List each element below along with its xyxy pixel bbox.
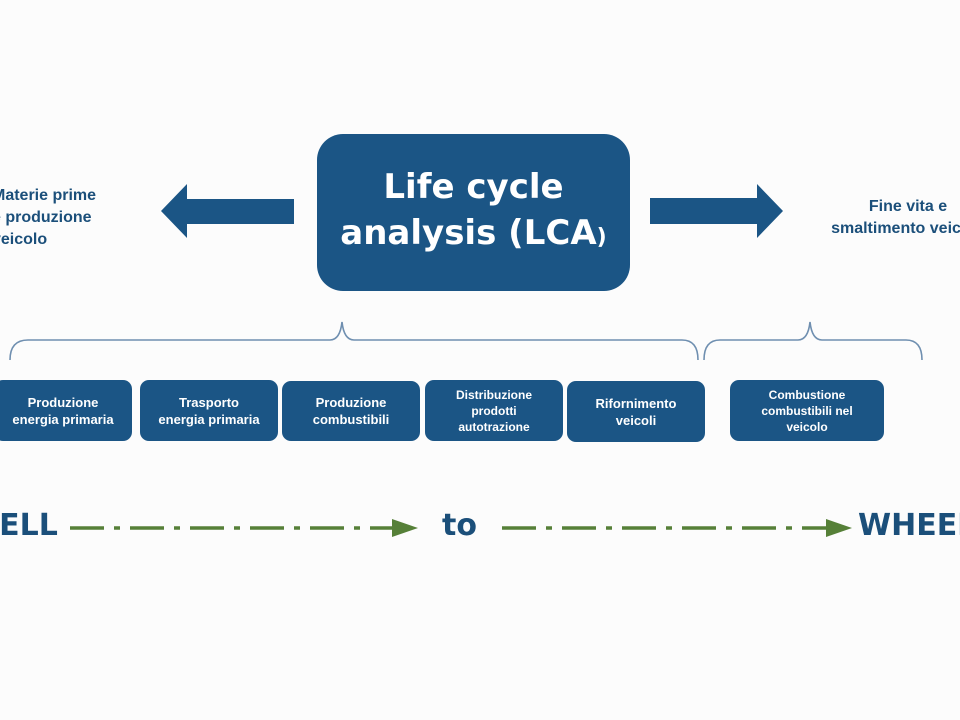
flow-end-label: WHEEL bbox=[858, 508, 960, 543]
flow-arrowhead-1-icon bbox=[392, 519, 418, 537]
stage-line: veicolo bbox=[786, 419, 828, 434]
left-label: Materie prime e produzione veicolo bbox=[0, 185, 96, 251]
stage-produzione-energia: Produzione energia primaria bbox=[0, 380, 132, 441]
right-label-line1: Fine vita e bbox=[868, 198, 948, 215]
stage-distribuzione: Distribuzione prodotti autotrazione bbox=[425, 380, 563, 441]
lca-title-line2: analysis (LCA bbox=[340, 213, 597, 253]
right-label-line2: smaltimento veicolo bbox=[831, 220, 960, 237]
stage-line: autotrazione bbox=[458, 419, 530, 434]
stage-line: energia primaria bbox=[12, 411, 114, 427]
stage-line: Trasporto bbox=[179, 394, 239, 410]
left-label-line1: Materie prime bbox=[0, 187, 97, 204]
stage-line: energia primaria bbox=[158, 411, 260, 427]
flow-start-label: WELL bbox=[0, 508, 58, 543]
left-label-line3: veicolo bbox=[0, 231, 48, 248]
stage-rifornimento: Rifornimento veicoli bbox=[567, 381, 705, 442]
stage-line: Distribuzione bbox=[455, 387, 532, 402]
lca-title-box: Life cycle analysis (LCA) bbox=[317, 134, 630, 291]
left-arrow-icon bbox=[161, 184, 294, 238]
stage-line: Produzione bbox=[27, 394, 99, 410]
stage-line: Produzione bbox=[315, 395, 387, 410]
stage-line: Combustione bbox=[768, 387, 846, 402]
stage-produzione-combustibili: Produzione combustibili bbox=[282, 381, 420, 441]
stage-combustione: Combustione combustibili nel veicolo bbox=[730, 380, 884, 441]
stage-line: Rifornimento bbox=[595, 395, 677, 411]
stage-trasporto-energia: Trasporto energia primaria bbox=[140, 380, 278, 441]
right-arrow-icon bbox=[650, 184, 783, 238]
flow-end-clip: WHEEL bbox=[0, 508, 960, 552]
lca-title-line1: Life cycle bbox=[383, 167, 564, 207]
stage-line: combustibili bbox=[312, 412, 390, 427]
lca-title-paren: ) bbox=[596, 225, 607, 250]
combustion-brace bbox=[703, 321, 923, 361]
right-label-clip: Fine vita e smaltimento veicolo bbox=[0, 196, 960, 240]
lca-title-line2-wrap: analysis (LCA) bbox=[340, 210, 606, 261]
stage-line: combustibili nel bbox=[761, 403, 853, 418]
flow-arrowhead-2-icon bbox=[826, 519, 852, 537]
flow-middle-label: to bbox=[442, 508, 477, 543]
left-label-line2: e produzione bbox=[0, 209, 92, 226]
right-label: Fine vita e smaltimento veicolo bbox=[808, 196, 960, 240]
stages-brace bbox=[9, 321, 699, 361]
stage-line: veicoli bbox=[615, 412, 657, 428]
stage-line: prodotti bbox=[471, 403, 517, 418]
